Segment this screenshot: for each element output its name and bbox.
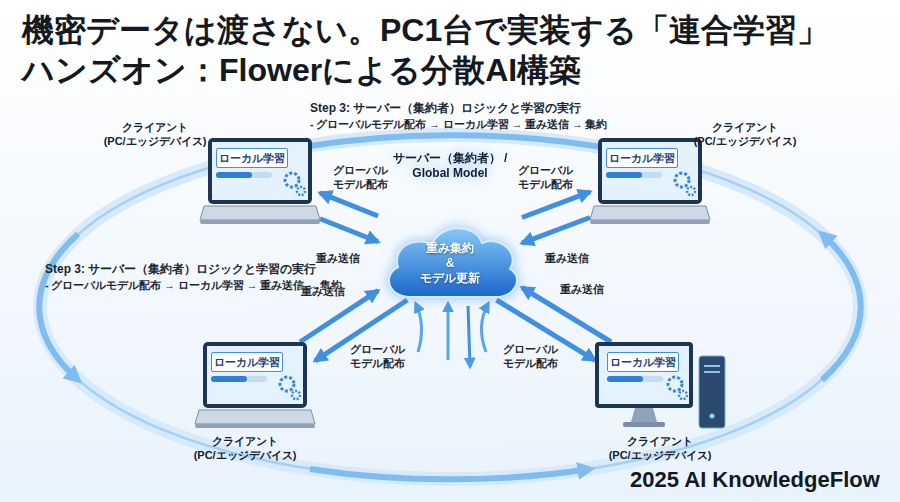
page-title: 機密データは渡さない。PC1台で実装する「連合学習」 ハンズオン：Flowerに… xyxy=(22,10,888,90)
laptop-lip xyxy=(195,424,315,428)
task-chip: ローカル学習 xyxy=(211,352,283,372)
upload-stream xyxy=(447,304,450,360)
client-label: クライアント (PC/エッジデバイス) xyxy=(90,120,220,148)
progress-fill xyxy=(607,376,643,382)
step-note: - グローバルモデル配布 → ローカル学習 → 重み送信 → 集約 xyxy=(45,278,342,292)
progress-track xyxy=(607,376,663,382)
gear-icon xyxy=(679,391,687,399)
edge-label: 重み送信 xyxy=(542,282,622,296)
monitor-stand xyxy=(631,408,657,422)
progress-track xyxy=(606,172,662,178)
progress-track xyxy=(216,172,272,178)
download-stream xyxy=(468,306,470,366)
gear-icon xyxy=(292,391,300,399)
progress-fill xyxy=(606,172,642,178)
client-device: クライアント (PC/エッジデバイス)ローカル学習 xyxy=(195,342,315,430)
step-heading: Step 3: サーバー（集約者）ロジックと学習の実行 xyxy=(310,101,581,116)
server-label: サーバー（集約者） / Global Model xyxy=(385,151,515,181)
client-label: クライアント (PC/エッジデバイス) xyxy=(595,434,725,462)
monitor-foot xyxy=(623,422,665,427)
laptop-screen xyxy=(207,346,303,404)
tower-slot xyxy=(704,365,720,367)
flow-arrow xyxy=(320,219,378,242)
gear-icon xyxy=(668,377,682,391)
edge-label: グローバル モデル配布 xyxy=(338,342,418,370)
gear-icon xyxy=(297,187,305,195)
task-chip: ローカル学習 xyxy=(216,148,288,168)
upload-stream xyxy=(481,304,488,352)
progress-track xyxy=(211,376,267,382)
laptop-screen xyxy=(212,142,308,200)
server-cloud: サーバー（集約者） / Global Model重み集約 & モデル更新 xyxy=(378,215,522,300)
gear-icon xyxy=(285,173,299,187)
client-label: クライアント (PC/エッジデバイス) xyxy=(180,434,310,462)
tower-slot xyxy=(704,371,720,373)
progress-fill xyxy=(211,376,247,382)
client-device: クライアント (PC/エッジデバイス)ローカル学習 xyxy=(595,342,725,430)
pc-tower xyxy=(699,356,725,428)
laptop-deck xyxy=(590,206,710,220)
cycle-arrow xyxy=(310,469,590,479)
task-chip: ローカル学習 xyxy=(606,148,678,168)
client-device: クライアント (PC/エッジデバイス)ローカル学習 xyxy=(590,138,710,226)
laptop-deck xyxy=(195,410,315,424)
laptop-bezel xyxy=(598,138,702,204)
cloud-text: 重み集約 & モデル更新 xyxy=(378,241,522,286)
upload-stream xyxy=(416,304,422,352)
edge-label: 重み送信 xyxy=(283,284,363,298)
edge-label: グローバル モデル配布 xyxy=(320,163,400,191)
flow-arrow xyxy=(300,291,378,342)
laptop-lip xyxy=(200,220,320,224)
flow-arrow xyxy=(320,193,378,216)
client-device: クライアント (PC/エッジデバイス)ローカル学習 xyxy=(200,138,320,226)
laptop-bezel xyxy=(203,342,307,408)
progress-fill xyxy=(216,172,252,178)
cycle-arrow xyxy=(822,234,861,380)
monitor-bezel xyxy=(595,342,693,408)
flow-arrow xyxy=(522,288,611,343)
laptop-bezel xyxy=(208,138,312,204)
watermark: 2025 AI KnowledgeFlow xyxy=(630,466,880,494)
task-chip: ローカル学習 xyxy=(607,352,679,372)
cycle-arrow xyxy=(296,135,623,151)
monitor-screen xyxy=(599,346,689,404)
cycle-arrow xyxy=(39,234,78,380)
flow-arrow xyxy=(522,192,590,218)
gear-icon xyxy=(675,173,689,187)
gear-icon xyxy=(687,187,695,195)
laptop-screen xyxy=(602,142,698,200)
tower-led xyxy=(710,414,715,419)
edge-label: 重み送信 xyxy=(298,251,378,265)
cycle-ring-glow xyxy=(40,135,860,479)
edge-label: 重み送信 xyxy=(527,251,607,265)
cycle-ring xyxy=(40,135,860,479)
edge-label: グローバル モデル配布 xyxy=(505,163,585,191)
edge-label: グローバル モデル配布 xyxy=(490,342,570,370)
flow-arrow xyxy=(522,218,590,244)
laptop-deck xyxy=(200,206,320,220)
step-heading: Step 3: サーバー（集約者）ロジックと学習の実行 xyxy=(45,262,316,277)
step-note: - グローバルモデル配布 → ローカル学習 → 重み送信 → 集約 xyxy=(310,117,607,131)
laptop-lip xyxy=(590,220,710,224)
client-label: クライアント (PC/エッジデバイス) xyxy=(680,120,810,148)
gear-icon xyxy=(280,377,294,391)
